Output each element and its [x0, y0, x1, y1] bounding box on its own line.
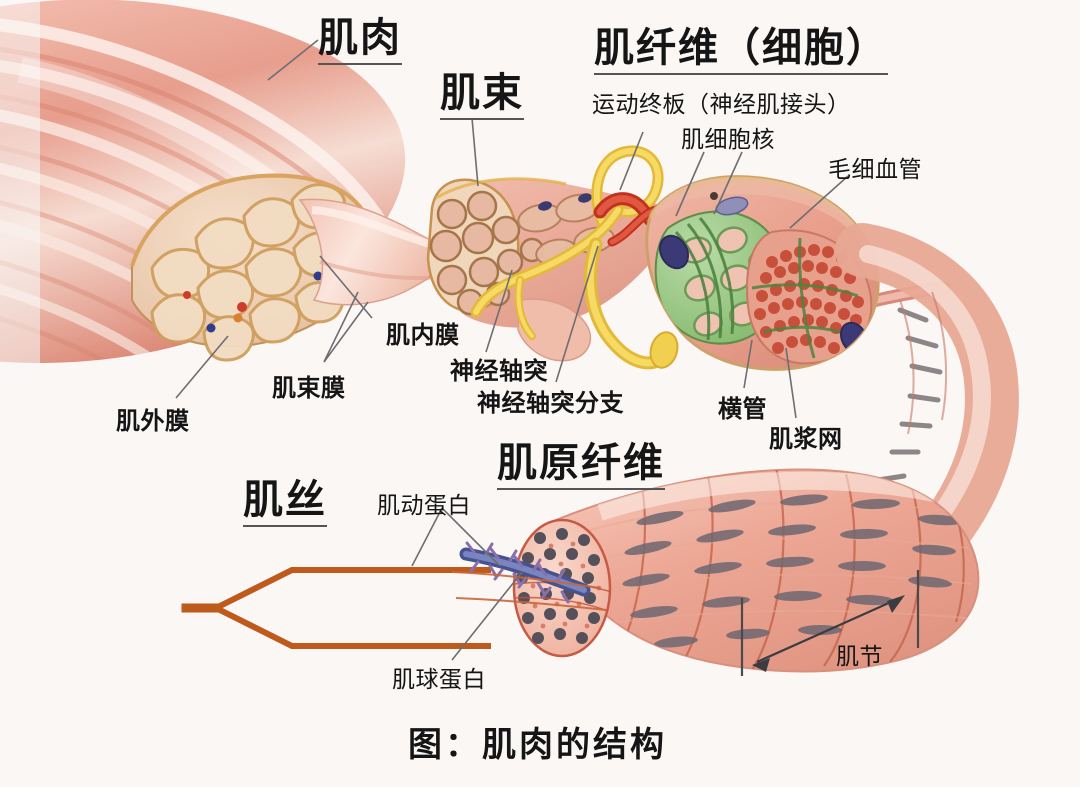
- label-epimysium: 肌外膜: [116, 408, 190, 435]
- sarcomere-arrow: [756, 596, 901, 664]
- label-perimysium: 肌束膜: [272, 375, 346, 402]
- label-motor-end-plate: 运动终板（神经肌接头）: [592, 91, 851, 117]
- leader-nucleus-a: [675, 151, 705, 217]
- heading-muscle-fiber: 肌纤维（细胞）: [594, 28, 888, 75]
- leader-actin-a: [441, 507, 501, 567]
- figure-caption: 图：肌肉的结构: [408, 726, 667, 764]
- vessel-dot: [237, 302, 247, 312]
- leader-muscle: [267, 39, 319, 81]
- label-actin: 肌动蛋白: [377, 492, 471, 518]
- leader-fascicle: [471, 117, 479, 187]
- heading-muscle: 肌肉: [318, 18, 402, 65]
- heading-myofilament: 肌丝: [243, 480, 327, 527]
- leader-actin-b: [411, 507, 443, 567]
- leader-epimysium: [175, 335, 229, 399]
- leader-axon-branch: [555, 245, 599, 383]
- leader-sr: [785, 347, 797, 419]
- myofilament-illustration: [181, 541, 607, 649]
- label-muscle-nucleus: 肌细胞核: [681, 126, 775, 152]
- leader-nucleus-b: [713, 151, 743, 215]
- label-sarcoplasmic-reticulum: 肌浆网: [769, 426, 843, 453]
- heading-fascicle: 肌束: [440, 73, 524, 120]
- leader-t-tubule: [743, 339, 753, 389]
- leader-perimysium-b: [323, 291, 359, 363]
- label-endomysium: 肌内膜: [386, 322, 460, 349]
- muscle-cross-section: [130, 173, 383, 362]
- leader-nerve-axon: [485, 269, 513, 353]
- muscle-fiber-cell-illustration: [645, 175, 880, 371]
- label-nerve-axon: 神经轴突: [450, 358, 548, 385]
- heading-myofibril: 肌原纤维: [497, 443, 665, 490]
- leader-motor-end-plate: [619, 131, 644, 191]
- label-t-tubule: 横管: [718, 396, 767, 423]
- label-sarcomere: 肌节: [836, 643, 883, 669]
- thick-filament: [459, 541, 591, 604]
- label-myosin: 肌球蛋白: [392, 666, 486, 692]
- nucleus: [659, 234, 689, 270]
- leader-perimysium-a: [323, 301, 369, 363]
- leader-capillary: [789, 175, 849, 229]
- label-capillary: 毛细血管: [828, 156, 922, 182]
- leader-endomysium: [319, 255, 373, 319]
- sarcomere-marker: [740, 570, 920, 676]
- leader-myosin: [451, 571, 523, 661]
- label-axon-branch: 神经轴突分支: [477, 390, 624, 417]
